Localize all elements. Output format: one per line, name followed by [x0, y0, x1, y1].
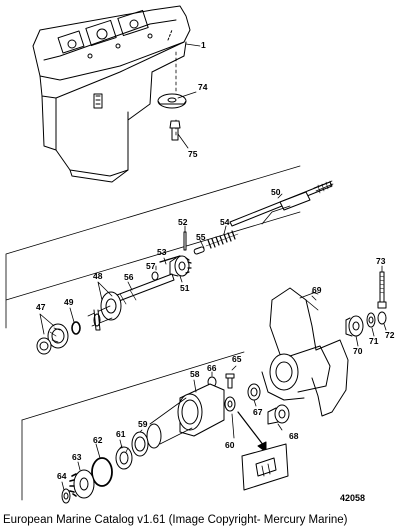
part-61-bearing: [115, 439, 133, 470]
callout-65: 65: [232, 354, 242, 364]
callout-49: 49: [64, 297, 74, 307]
callout-52: 52: [178, 217, 188, 227]
part-59-bearing: [131, 429, 149, 457]
part-67-seal: [247, 383, 261, 407]
callout-74: 74: [198, 82, 208, 92]
callout-60: 60: [225, 440, 235, 450]
inset-detail: [241, 443, 289, 491]
callout-58: 58: [190, 369, 200, 379]
part-68-sleeve: [267, 404, 290, 431]
figure-number: 42058: [340, 493, 366, 503]
callout-71: 71: [369, 336, 379, 346]
callout-50: 50: [271, 187, 281, 197]
callout-73: 73: [376, 256, 386, 266]
gearcase-housing: [32, 5, 191, 183]
part-73-bolt: [377, 265, 387, 309]
callout-55: 55: [196, 232, 206, 242]
callout-57: 57: [146, 261, 156, 271]
part-65-screw: [225, 365, 237, 389]
callout-69: 69: [312, 285, 322, 295]
callout-62: 62: [93, 435, 103, 445]
part-74-anode: [157, 91, 197, 109]
callout-51: 51: [180, 283, 190, 293]
callout-72: 72: [385, 330, 395, 340]
part-53-retainer: [159, 255, 181, 265]
part-70-thrust-hub: [345, 315, 364, 347]
callout-75: 75: [188, 149, 198, 159]
part-60-seal: [224, 396, 267, 453]
callout-47: 47: [36, 302, 46, 312]
part-71-washer: [366, 312, 376, 337]
part-62-o-ring: [91, 443, 113, 487]
part-51-clutch: [169, 255, 192, 283]
part-50-driveshaft: [229, 180, 334, 227]
part-49-o-ring: [69, 307, 81, 335]
part-69-propeller: [261, 287, 349, 417]
callout-54: 54: [220, 217, 230, 227]
callout-68: 68: [289, 431, 299, 441]
part-63-gear: [69, 461, 95, 499]
part-58-carrier-housing: [146, 379, 225, 449]
part-47-bearing: [36, 313, 69, 355]
image-caption: European Marine Catalog v1.61 (Image Cop…: [3, 514, 348, 526]
part-48-bearing-carrier: [87, 281, 122, 331]
callout-63: 63: [72, 452, 82, 462]
callout-70: 70: [353, 346, 363, 356]
part-55-pin: [193, 239, 205, 255]
part-64-washer: [61, 481, 71, 504]
part-75-screw: [169, 120, 189, 149]
callout-48: 48: [93, 271, 103, 281]
callout-53: 53: [157, 247, 167, 257]
callout-66: 66: [207, 363, 217, 373]
part-54-spring: [205, 225, 239, 249]
callout-67: 67: [253, 407, 263, 417]
callout-64: 64: [57, 471, 67, 481]
callout-56: 56: [124, 272, 134, 282]
callout-1: 1: [201, 40, 206, 50]
part-72-washer: [377, 311, 387, 331]
part-52-cross-pin: [183, 225, 187, 251]
callout-59: 59: [138, 419, 148, 429]
callout-61: 61: [116, 429, 126, 439]
